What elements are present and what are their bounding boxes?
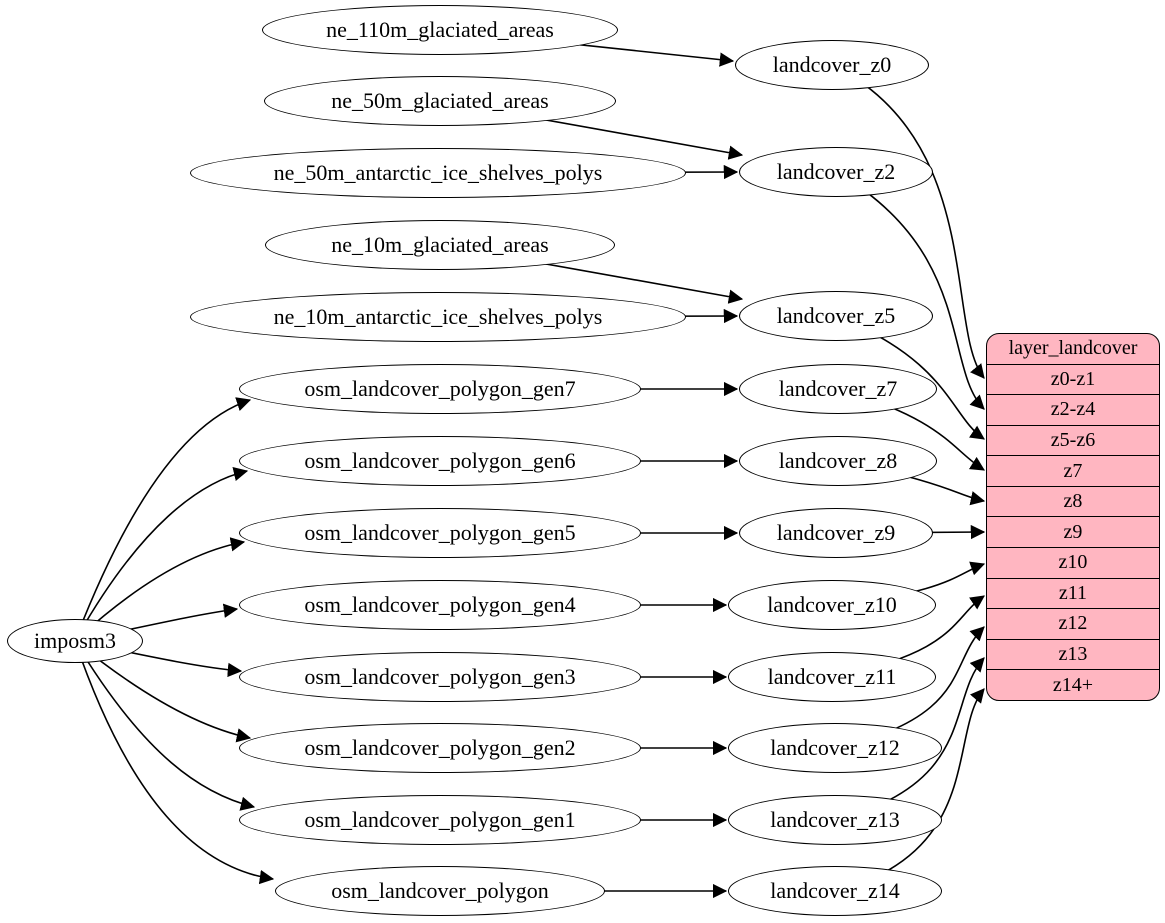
node-ne-50m-antarctic-ice-shelves-polys: ne_50m_antarctic_ice_shelves_polys [190, 148, 686, 198]
node-landcover-z10: landcover_z10 [728, 580, 936, 630]
node-landcover-z0: landcover_z0 [735, 40, 929, 90]
table-row-z5-z6: z5-z6 [987, 424, 1159, 456]
node-imposm3: imposm3 [7, 619, 143, 663]
node-landcover-z9: landcover_z9 [739, 508, 933, 558]
node-landcover-z14: landcover_z14 [728, 866, 942, 916]
edge-imposm3-to-gen2 [74, 640, 252, 743]
node-osm-landcover-polygon-gen5: osm_landcover_polygon_gen5 [239, 508, 641, 558]
node-landcover-z13: landcover_z13 [728, 795, 942, 845]
node-ne-110m-glaciated-areas: ne_110m_glaciated_areas [262, 5, 618, 55]
table-row-z11: z11 [987, 577, 1159, 609]
node-landcover-z12: landcover_z12 [728, 723, 942, 773]
node-osm-landcover-polygon-gen6: osm_landcover_polygon_gen6 [239, 436, 641, 486]
node-ne-10m-glaciated-areas: ne_10m_glaciated_areas [265, 220, 615, 270]
edge-imposm3-to-gen1 [74, 640, 256, 811]
node-osm-landcover-polygon-gen7: osm_landcover_polygon_gen7 [239, 364, 641, 414]
table-row-z10: z10 [987, 547, 1159, 578]
table-row-z2-z4: z2-z4 [987, 394, 1159, 425]
node-osm-landcover-polygon-gen3: osm_landcover_polygon_gen3 [239, 652, 641, 702]
node-landcover-z8: landcover_z8 [739, 436, 937, 486]
node-landcover-z7: landcover_z7 [739, 364, 937, 414]
table-row-z12: z12 [987, 608, 1159, 639]
node-osm-landcover-polygon-gen4: osm_landcover_polygon_gen4 [239, 580, 641, 630]
table-row-z8: z8 [987, 485, 1159, 517]
node-osm-landcover-polygon-gen1: osm_landcover_polygon_gen1 [239, 795, 641, 845]
edge-imposm3-to-polygon [74, 640, 275, 885]
node-landcover-z11: landcover_z11 [728, 652, 936, 702]
node-osm-landcover-polygon-gen2: osm_landcover_polygon_gen2 [239, 723, 641, 773]
edge-imposm3-to-gen7 [74, 397, 252, 642]
node-ne-50m-glaciated-areas: ne_50m_glaciated_areas [264, 76, 616, 126]
node-landcover-z5: landcover_z5 [739, 291, 933, 341]
node-landcover-z2: landcover_z2 [739, 147, 933, 197]
edge-z14-to-row-z14plus [835, 688, 985, 892]
table-row-z14plus: z14+ [987, 669, 1159, 700]
table-row-z13: z13 [987, 638, 1159, 670]
edge-imposm3-to-gen5 [74, 537, 246, 642]
edge-imposm3-to-gen6 [74, 467, 249, 642]
table-row-z0-z1: z0-z1 [987, 363, 1159, 395]
table-row-z7: z7 [987, 455, 1159, 486]
table-row-z9: z9 [987, 516, 1159, 547]
edge-z0-to-row-z0-z1 [831, 64, 985, 379]
table-layer-landcover: layer_landcover z0-z1 z2-z4 z5-z6 z7 z8 … [986, 333, 1160, 701]
table-header: layer_landcover [1008, 337, 1138, 360]
edge-z2-to-row-z2-z4 [835, 171, 985, 410]
node-osm-landcover-polygon: osm_landcover_polygon [275, 866, 605, 916]
node-ne-10m-antarctic-ice-shelves-polys: ne_10m_antarctic_ice_shelves_polys [190, 292, 686, 342]
